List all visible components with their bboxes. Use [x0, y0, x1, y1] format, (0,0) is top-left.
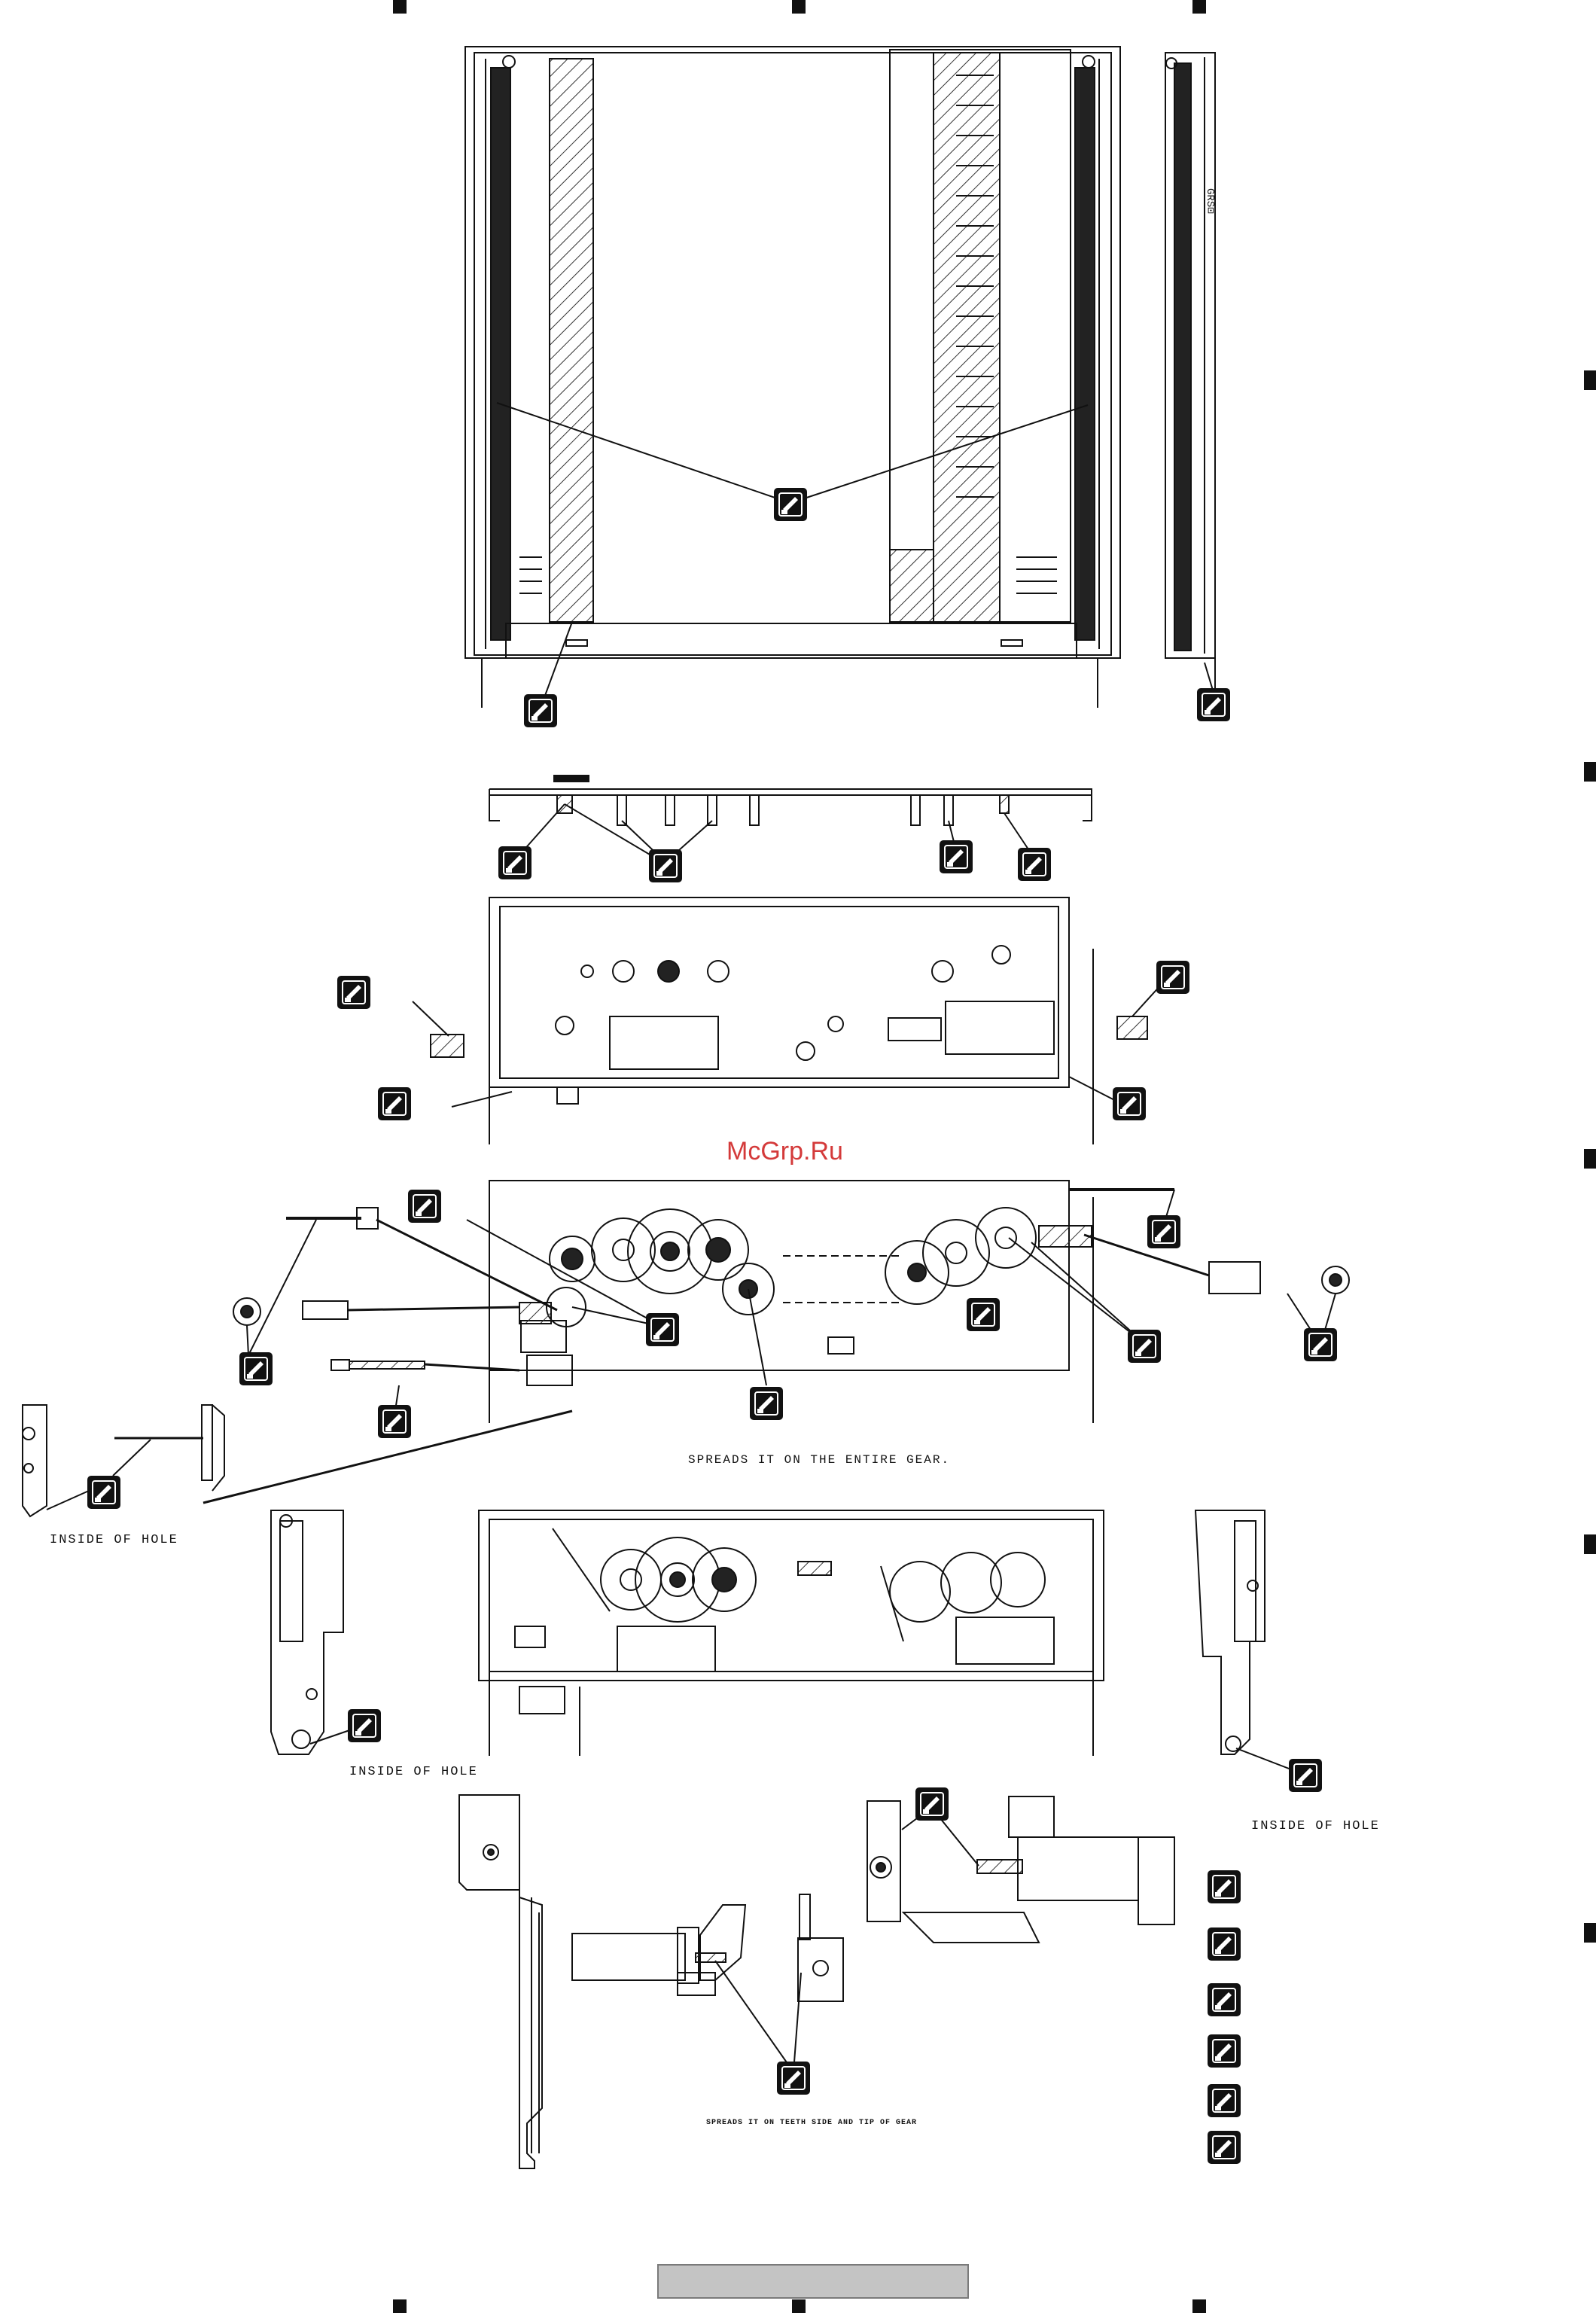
grease-icon: [378, 1087, 411, 1120]
top-plate-grease-marks: [498, 840, 1051, 882]
right-side-bracket: [1195, 1510, 1295, 1771]
registration-mark: [1584, 1534, 1596, 1554]
note-inside-of-hole-left: INSIDE OF HOLE: [50, 1533, 178, 1547]
grease-icon: [1208, 1983, 1241, 2016]
grease-icon: [1208, 1870, 1241, 1903]
grease-icon: [915, 1787, 949, 1821]
grease-icon: [1197, 688, 1230, 721]
motor-assembly-right: [867, 1796, 1174, 1943]
registration-mark: [1584, 1149, 1596, 1169]
watermark-text: McGrp.Ru: [726, 1137, 843, 1166]
mechanism-assembled: [479, 1510, 1104, 1756]
note-inside-of-hole-right: INSIDE OF HOLE: [1251, 1819, 1380, 1833]
chassis-front: [413, 897, 1162, 1144]
registration-mark: [393, 2299, 407, 2313]
side-bracket-marking: GRS⊡: [1204, 188, 1216, 214]
grease-icon: [498, 846, 531, 879]
registration-mark: [1192, 0, 1206, 14]
grease-icon: [1128, 1330, 1161, 1363]
grease-icon: [1289, 1759, 1322, 1792]
side-bracket-view: [1165, 53, 1215, 693]
motor-assembly-left: [459, 1795, 843, 2168]
registration-mark: [393, 0, 407, 14]
grease-icon: [348, 1709, 381, 1742]
top-case-assembly: [465, 47, 1120, 708]
grease-icon: [378, 1405, 411, 1438]
note-spreads-entire-gear: SPREADS IT ON THE ENTIRE GEAR.: [688, 1453, 950, 1467]
grease-icon: [1208, 2084, 1241, 2117]
grease-icon: [649, 849, 682, 882]
grease-icon: [777, 2062, 810, 2095]
grease-icon: [940, 840, 973, 873]
grease-icon: [1113, 1087, 1146, 1120]
footer-bar: [657, 2264, 969, 2299]
grease-icon: [774, 488, 807, 521]
grease-icon: [524, 694, 557, 727]
grease-icon: [87, 1476, 120, 1509]
grease-icon: [1208, 1928, 1241, 1961]
grease-icon: [337, 976, 370, 1009]
grease-icon: [1208, 2131, 1241, 2164]
grease-icon: [1304, 1328, 1337, 1361]
grease-icon: [1208, 2034, 1241, 2068]
registration-mark: [792, 2299, 806, 2313]
grease-icon: [239, 1352, 273, 1385]
grease-icon: [646, 1313, 679, 1346]
grease-icon: [1147, 1215, 1180, 1248]
note-inside-of-hole-center: INSIDE OF HOLE: [349, 1765, 478, 1779]
registration-mark: [792, 0, 806, 14]
grease-legend: [1208, 1870, 1241, 2164]
grease-icon: [1156, 961, 1189, 994]
grease-icon: [750, 1387, 783, 1420]
registration-mark: [1192, 2299, 1206, 2313]
note-spreads-teeth-side: SPREADS IT ON TEETH SIDE AND TIP OF GEAR: [706, 2119, 917, 2127]
registration-mark: [1584, 762, 1596, 782]
left-side-bracket: [271, 1510, 358, 1754]
grease-icon: [1018, 848, 1051, 881]
chassis-front-grease-marks: [337, 961, 1189, 1120]
grease-icon: [408, 1190, 441, 1223]
top-plate: [489, 776, 1092, 862]
registration-mark: [1584, 1923, 1596, 1943]
registration-mark: [1584, 370, 1596, 390]
grease-icon: [967, 1298, 1000, 1331]
